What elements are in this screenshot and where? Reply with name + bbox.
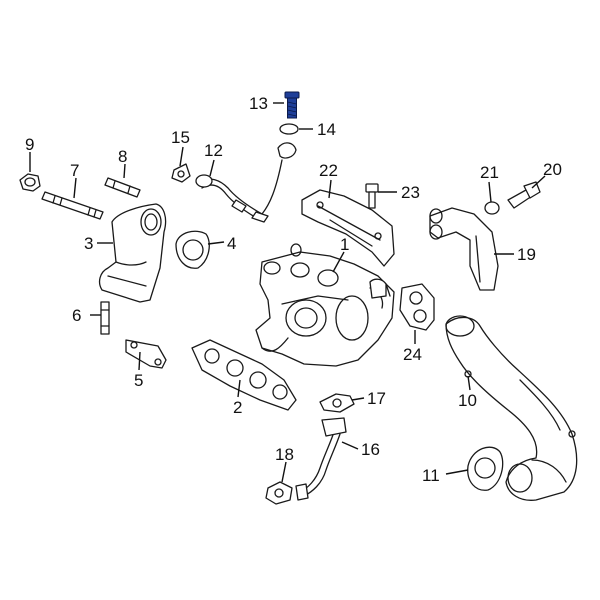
- part-5-bracket[interactable]: [125, 339, 167, 369]
- part-24-gasket[interactable]: [399, 283, 435, 331]
- callout-11: 11: [422, 466, 440, 485]
- callout-22: 22: [319, 161, 338, 180]
- part-23-bolt[interactable]: [365, 183, 379, 209]
- part-6-stud[interactable]: [100, 301, 110, 335]
- callout-14: 14: [317, 120, 336, 139]
- part-17-gasket[interactable]: [319, 393, 355, 413]
- part-20-fitting[interactable]: [507, 181, 541, 209]
- part-12-line[interactable]: [195, 142, 297, 223]
- callout-12: 12: [204, 141, 223, 160]
- part-4-gasket[interactable]: [175, 230, 210, 269]
- callout-17: 17: [367, 389, 386, 408]
- callout-8: 8: [118, 147, 127, 166]
- callout-1: 1: [340, 235, 349, 254]
- part-2-gasket[interactable]: [191, 339, 297, 411]
- callout-18: 18: [275, 445, 294, 464]
- callout-16: 16: [361, 440, 380, 459]
- part-13-bolt[interactable]: [284, 91, 300, 119]
- callout-10: 10: [458, 391, 477, 410]
- part-14-seal[interactable]: [279, 123, 299, 135]
- callout-4: 4: [227, 234, 236, 253]
- part-1-turbocharger[interactable]: [255, 243, 395, 367]
- callout-6: 6: [72, 306, 81, 325]
- callout-9: 9: [25, 135, 34, 154]
- callout-3: 3: [84, 234, 93, 253]
- callout-13: 13: [249, 94, 268, 113]
- part-21-seal[interactable]: [484, 201, 500, 215]
- part-15-clip[interactable]: [171, 163, 191, 183]
- part-11-gasket[interactable]: [467, 446, 504, 491]
- callout-15: 15: [171, 128, 190, 147]
- part-19-pipe[interactable]: [429, 207, 499, 291]
- part-16-tube[interactable]: [295, 417, 347, 501]
- part-9-nut[interactable]: [19, 173, 41, 192]
- part-8-stud[interactable]: [104, 177, 141, 198]
- callout-21: 21: [480, 163, 499, 182]
- callout-5: 5: [134, 371, 143, 390]
- callout-20: 20: [543, 160, 562, 179]
- callout-23: 23: [401, 183, 420, 202]
- part-10-hose[interactable]: [445, 315, 578, 501]
- callout-7: 7: [70, 161, 79, 180]
- part-22-heat-shield[interactable]: [301, 189, 395, 267]
- leader-lines: [29, 102, 546, 483]
- part-3-elbow[interactable]: [98, 203, 167, 303]
- callout-2: 2: [233, 398, 242, 417]
- callout-numbers: 13 14 9 7 8 3 4 6 5 2 15 12 22 23 1 24 2…: [25, 94, 562, 485]
- part-7-stud[interactable]: [41, 191, 104, 220]
- part-18-gasket[interactable]: [265, 481, 293, 505]
- callout-24: 24: [403, 345, 422, 364]
- callout-19: 19: [517, 245, 536, 264]
